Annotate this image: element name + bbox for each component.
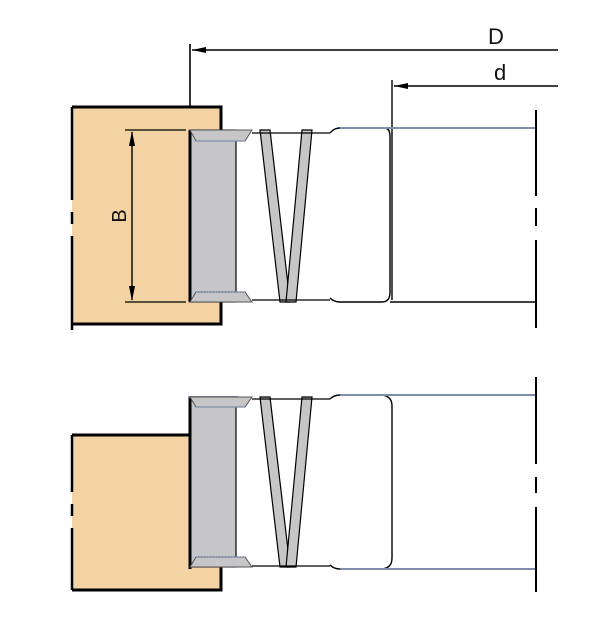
workpiece <box>70 433 223 592</box>
cutter-profile <box>252 127 536 303</box>
upper-view: B <box>70 105 537 330</box>
dimension-B: B <box>109 129 186 303</box>
lower-view <box>70 377 537 592</box>
v-spacer <box>259 129 313 303</box>
cutter-body <box>188 129 253 303</box>
arrow-head-icon <box>192 47 206 53</box>
workpiece <box>70 105 223 330</box>
arrow-head-icon <box>129 286 135 301</box>
v-spacer <box>259 396 313 568</box>
cutter-body <box>188 396 253 569</box>
label-D: D <box>488 24 504 49</box>
arrow-head-icon <box>394 83 408 89</box>
cutter-profile <box>252 394 536 570</box>
dimension-d: d <box>391 60 558 300</box>
label-B: B <box>109 209 131 222</box>
label-d: d <box>494 60 506 85</box>
arrow-head-icon <box>129 131 135 146</box>
